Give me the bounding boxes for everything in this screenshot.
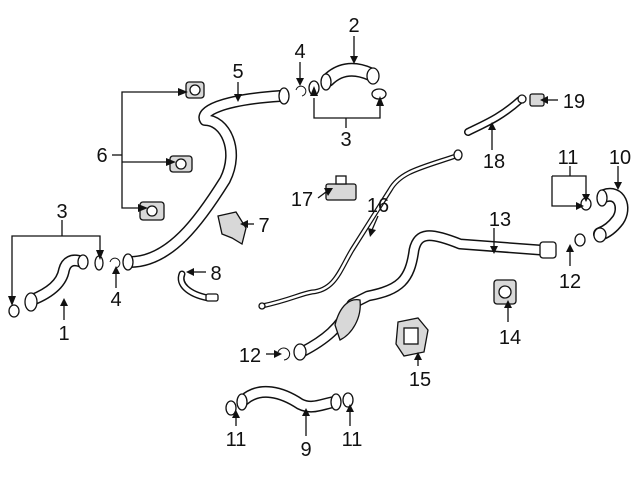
callout-19: 19: [563, 91, 585, 113]
clamp-part-6-top: [185, 81, 205, 99]
clip-part-4-upper: [295, 85, 307, 97]
callout-9: 9: [300, 439, 311, 461]
callout-11-lower-right: 11: [342, 429, 363, 451]
callout-8: 8: [210, 263, 221, 285]
o-ring-part-11-lower-right: [342, 392, 354, 408]
hose-part-8: [177, 270, 219, 302]
callout-12-lower: 12: [239, 345, 261, 367]
callout-10: 10: [609, 147, 631, 169]
callout-3-upper: 3: [340, 129, 351, 151]
callout-4-lower: 4: [110, 289, 121, 311]
valve-part-15: [395, 317, 429, 357]
o-ring-left-2: [94, 255, 104, 271]
hose-part-5: [122, 87, 290, 271]
callout-16: 16: [367, 195, 389, 217]
callout-11-lower-left: 11: [226, 429, 247, 451]
callout-11-right: 11: [558, 147, 579, 169]
callout-17: 17: [291, 189, 313, 211]
pipe-part-13: [293, 230, 557, 361]
hose-part-1: [24, 254, 89, 312]
callout-3-left: 3: [56, 201, 67, 223]
hose-part-10: [593, 187, 629, 243]
clip-part-12-lower: [277, 347, 291, 361]
callout-1: 1: [58, 323, 69, 345]
o-ring-part-12-right: [574, 233, 586, 247]
clamp-part-6-bottom: [139, 201, 165, 221]
callout-5: 5: [232, 61, 243, 83]
hose-part-2: [320, 62, 380, 91]
clip-part-4-left: [109, 257, 121, 269]
callout-12-right: 12: [559, 271, 581, 293]
callout-7: 7: [258, 215, 269, 237]
o-ring-part-11-lower-left: [225, 400, 237, 416]
callout-14: 14: [499, 327, 521, 349]
hose-part-9: [236, 385, 342, 413]
o-ring-upper-2: [371, 88, 387, 100]
callout-4-upper: 4: [294, 41, 305, 63]
arrowheads: [8, 56, 622, 418]
callout-18: 18: [483, 151, 505, 173]
callout-13: 13: [489, 209, 511, 231]
o-ring-left-1: [8, 304, 20, 318]
callout-6: 6: [96, 145, 107, 167]
hose-part-18: [464, 94, 527, 136]
clamp-part-6-middle: [169, 155, 193, 173]
pipe-part-16: [258, 149, 463, 310]
callout-15: 15: [409, 369, 431, 391]
pump-part-14: [493, 279, 517, 305]
callout-2: 2: [348, 15, 359, 37]
bracket-part-7: [217, 211, 247, 246]
